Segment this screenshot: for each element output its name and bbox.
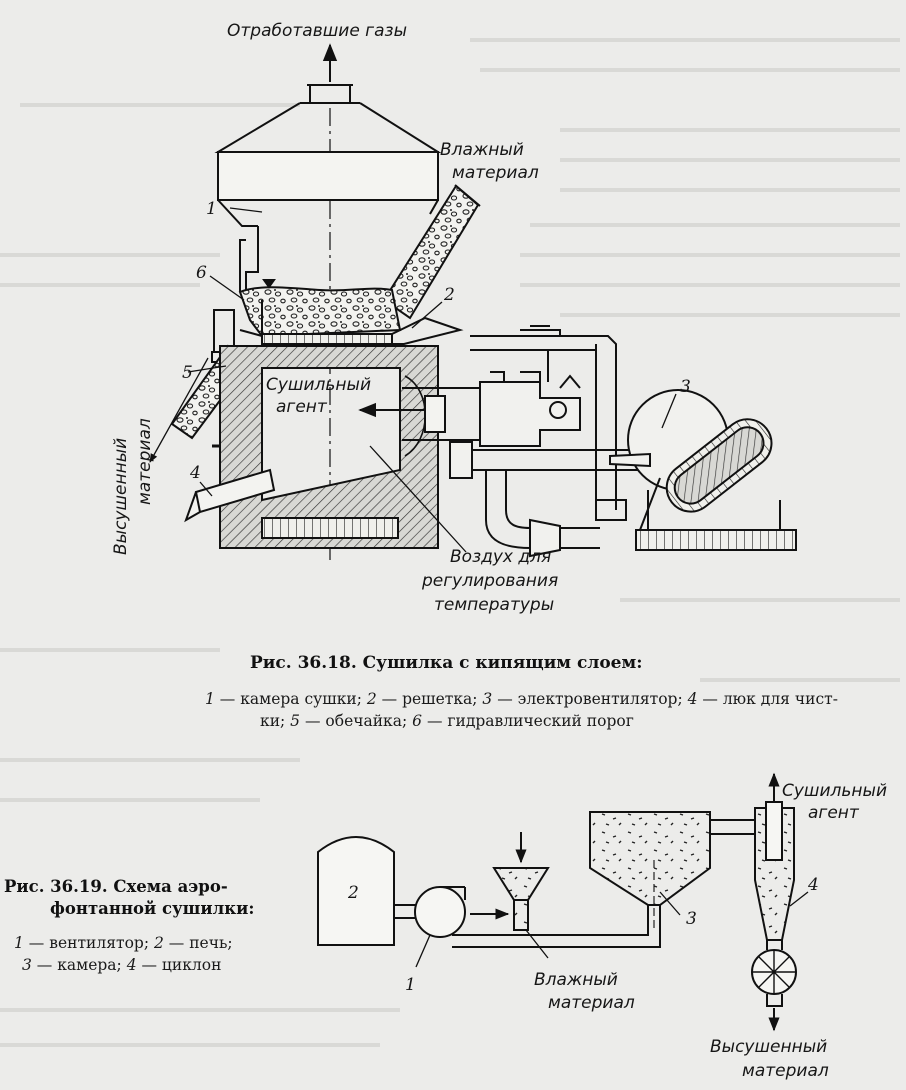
- valve-cluster: [490, 371, 581, 389]
- rotary-sluice-blades: [752, 950, 796, 994]
- drying-chamber-cone: [217, 199, 439, 227]
- fan-motor: [665, 418, 773, 513]
- drying-agent-label-line2: агент: [276, 397, 328, 417]
- callout-6: 6: [196, 263, 207, 283]
- lower-pipe-valve: [449, 441, 473, 479]
- dried-material-label-line1: Высушенный: [111, 438, 131, 555]
- grate-frame: [239, 316, 464, 345]
- callout-4-cyclone: 4: [807, 875, 819, 895]
- grate: [261, 333, 393, 345]
- dried-material-label-line2: материал: [135, 418, 155, 505]
- furnace: [317, 836, 395, 946]
- duct-flange: [424, 395, 446, 433]
- fluidized-bed-dryer-diagram: [170, 43, 797, 560]
- fig2-wet-material-line1: Влажный: [534, 970, 618, 990]
- figure-36-19-legend-line1: 1 — вентилятор; 2 — печь;: [14, 934, 233, 952]
- wet-material-label-line2: материал: [452, 163, 539, 183]
- fig2-drying-agent-line2: агент: [808, 803, 860, 823]
- furnace-grate-opening: [261, 517, 399, 539]
- lower-pipeline: [450, 449, 640, 549]
- callout-2: 2: [443, 285, 455, 305]
- drying-chamber: [589, 811, 711, 906]
- air-inlet-valve: [595, 499, 627, 521]
- callout-3: 3: [680, 377, 691, 397]
- fan-support: [639, 477, 781, 531]
- fig2-dried-material-line2: материал: [742, 1061, 829, 1081]
- valve-wheel: [549, 401, 567, 419]
- sluice-outlet: [766, 994, 783, 1007]
- top-pipe-damper: [520, 325, 561, 336]
- fan-nozzle: [609, 452, 651, 468]
- figure-36-19-title-line2: фонтанной сушилки:: [50, 899, 254, 918]
- wet-material-chute: [382, 184, 480, 320]
- fan-outlet: [440, 886, 466, 900]
- hydraulic-sill-wall: [239, 226, 259, 292]
- reducer: [529, 518, 561, 558]
- aerofountain-dryer-labels: 2 1 3 4 Сушильный агент Влажный материал…: [347, 781, 887, 1081]
- fluidized-bed: [238, 286, 402, 338]
- air-control-label-line2: регулирования: [421, 571, 558, 591]
- figure-36-19-legend-line2: 3 — камера; 4 — циклон: [22, 956, 221, 974]
- figure-36-18-legend-line2: ки; 5 — обечайка; 6 — гидравлический пор…: [260, 712, 634, 730]
- callout-1-fan: 1: [405, 975, 416, 995]
- fluidized-bed-dryer-labels: Отработавшие газы Влажный материал Сушил…: [111, 21, 691, 615]
- fig2-drying-agent-line1: Сушильный: [782, 781, 887, 801]
- top-pipeline: [470, 335, 617, 510]
- callout-4: 4: [189, 463, 201, 483]
- wet-material-chute-rim: [454, 184, 481, 207]
- figure-36-18-title: Рис. 36.18. Сушилка с кипящим слоем:: [250, 653, 643, 673]
- drying-chamber-top: [214, 102, 442, 153]
- feed-funnel: [492, 867, 550, 901]
- fig2-dried-material-line1: Высушенный: [710, 1037, 827, 1057]
- callout-5: 5: [182, 363, 193, 383]
- transport-pipe: [452, 905, 661, 948]
- feed-neck: [513, 899, 529, 931]
- drying-chamber-body: [217, 151, 439, 201]
- wet-material-label-line1: Влажный: [440, 140, 524, 160]
- air-control-label-line1: Воздух для: [450, 547, 551, 567]
- exhaust-gas-label: Отработавшие газы: [227, 21, 407, 41]
- fan-base: [635, 529, 797, 551]
- fan: [414, 886, 466, 938]
- cyclone-vortex-tube: [765, 801, 783, 861]
- callout-2-furnace: 2: [347, 883, 359, 903]
- air-control-label-line3: температуры: [434, 595, 554, 615]
- exhaust-nozzle: [300, 84, 360, 104]
- scan-background-lines: [0, 38, 900, 1047]
- burner-assembly: [479, 381, 581, 447]
- aerofountain-dryer-diagram: [317, 772, 809, 1032]
- callout-1: 1: [206, 199, 217, 219]
- chamber-cyclone-pipe: [710, 819, 755, 835]
- cleaning-hatch: [184, 468, 276, 523]
- cleaning-hatch-leader: [199, 481, 213, 497]
- level-marker: [262, 279, 276, 289]
- figure-36-19-title-line1: Рис. 36.19. Схема аэро-: [4, 877, 228, 896]
- figure-36-18-legend-line1: 1 — камера сушки; 2 — решетка; 3 — элект…: [205, 690, 838, 708]
- callout-3-chamber: 3: [686, 909, 697, 929]
- drying-agent-label-line1: Сушильный: [266, 375, 371, 395]
- furnace-body: [219, 345, 439, 549]
- sluice-neck: [766, 940, 783, 950]
- fig2-wet-material-line2: материал: [548, 993, 635, 1013]
